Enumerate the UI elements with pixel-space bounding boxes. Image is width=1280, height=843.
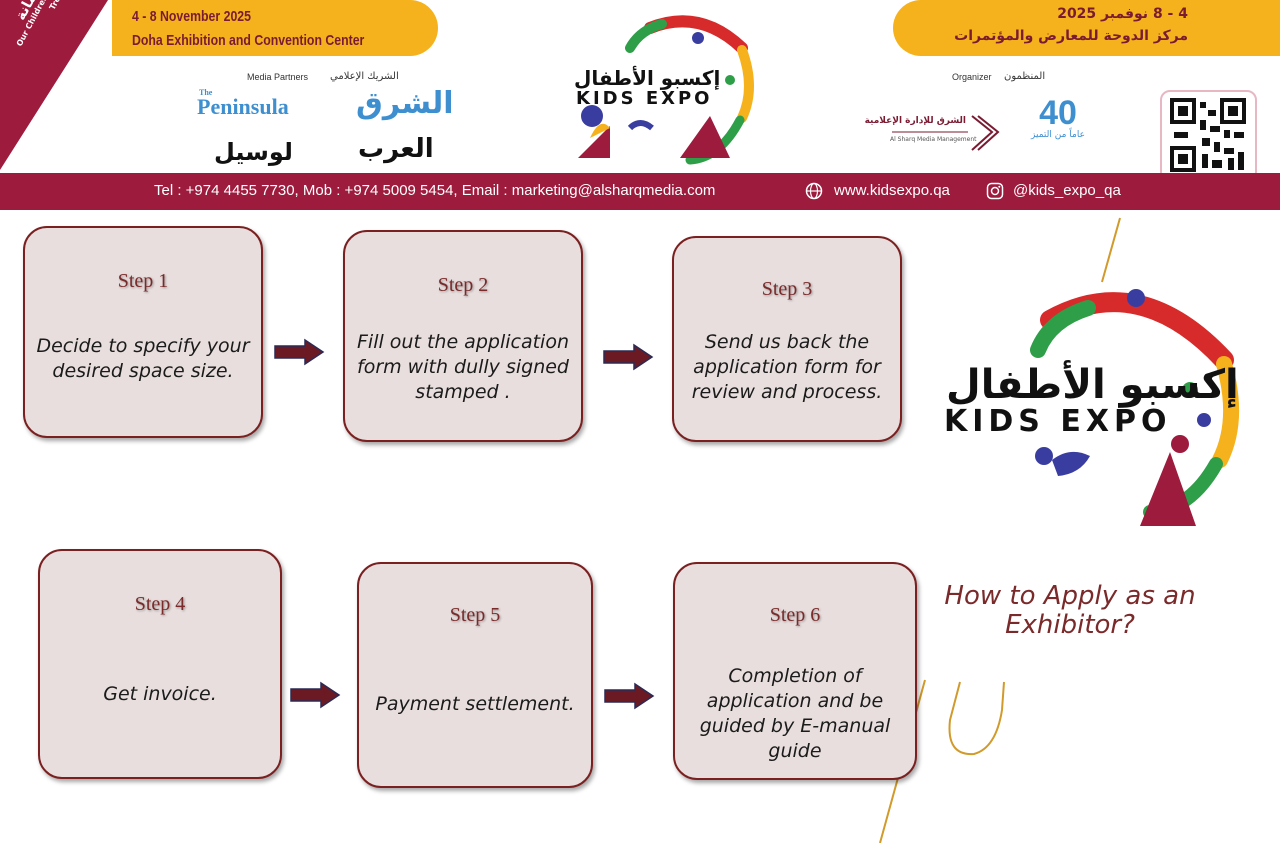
qr-code[interactable]	[1160, 90, 1257, 182]
kids-expo-main-logo-english: KIDS EXPO	[944, 404, 1172, 439]
step-card-4: Step 4 Get invoice.	[38, 549, 282, 779]
organizer-label: Organizer	[952, 72, 992, 82]
kids-expo-main-logo: إكسبو الأطفال KIDS EXPO	[940, 280, 1240, 530]
step-description: Get invoice.	[103, 683, 217, 705]
alsharq-logo: الشرق	[356, 86, 454, 121]
kids-expo-main-logo-arabic: إكسبو الأطفال	[946, 362, 1239, 408]
kids-expo-main-logo-graphic	[1030, 289, 1240, 526]
website-link[interactable]: www.kidsexpo.qa	[834, 182, 950, 199]
qr-code-icon	[1170, 98, 1246, 172]
step-card-2: Step 2 Fill out the application form wit…	[343, 230, 583, 442]
globe-icon	[805, 182, 823, 200]
instagram-icon	[986, 182, 1004, 200]
step-card-3: Step 3 Send us back the application form…	[672, 236, 902, 442]
media-partners-label-arabic: الشريك الإعلامي	[330, 71, 399, 82]
alarab-logo: العرب	[358, 134, 434, 164]
step-card-1: Step 1 Decide to specify your desired sp…	[23, 226, 263, 438]
step-title: Step 4	[134, 593, 186, 615]
step-title: Step 6	[769, 604, 821, 626]
contact-info: Tel : +974 4455 7730, Mob : +974 5009 54…	[154, 182, 716, 199]
contact-bar: Tel : +974 4455 7730, Mob : +974 5009 54…	[0, 173, 1280, 210]
kids-expo-header-logo-graphic	[578, 15, 754, 165]
event-venue-arabic: مركز الدوحة للمعارض والمؤتمرات	[954, 28, 1188, 44]
arrow-right-icon	[290, 681, 341, 709]
peninsula-logo: The Peninsula	[197, 88, 289, 120]
step-title: Step 3	[761, 278, 813, 300]
forty-years-logo: 40 عاماً من التميز	[1028, 88, 1088, 158]
sharq-media-management-logo: الشرق للإدارة الإعلامية Al Sharq Media M…	[865, 112, 1000, 154]
step-title: Step 2	[437, 274, 489, 296]
forty-years-number: 40	[1039, 94, 1077, 132]
kids-expo-header-logo: إكسبو الأطفال KIDS EXPO	[570, 8, 760, 168]
step-description: Send us back the application form for re…	[691, 331, 883, 403]
step-card-6: Step 6 Completion of application and be …	[673, 562, 917, 780]
media-partners-label: Media Partners	[247, 72, 309, 82]
kids-expo-header-logo-english: KIDS EXPO	[576, 88, 713, 109]
how-to-apply-heading: How to Apply as an Exhibitor?	[944, 581, 1196, 640]
peninsula-logo-small: The	[199, 88, 213, 97]
lusail-logo: لوسيل	[214, 138, 293, 166]
sharq-mgmt-english: Al Sharq Media Management	[890, 136, 977, 143]
arrow-right-icon	[603, 343, 654, 371]
event-date-pill-arabic: 4 - 8 نوفمبر 2025 مركز الدوحة للمعارض وا…	[893, 0, 1280, 56]
step-card-5: Step 5 Payment settlement.	[357, 562, 593, 788]
forty-years-text: عاماً من التميز	[1031, 130, 1085, 140]
header-banner: أطفالنا أمانة Our Children are the Great…	[0, 0, 1280, 210]
event-venue: Doha Exhibition and Convention Center	[132, 32, 365, 49]
sharq-mgmt-arabic: الشرق للإدارة الإعلامية	[864, 116, 966, 126]
corner-ribbon	[0, 0, 108, 170]
step-description: Completion of application and be guided …	[699, 665, 891, 762]
arrow-right-icon	[604, 682, 655, 710]
organizer-label-arabic: المنظمون	[1004, 71, 1046, 82]
step-title: Step 5	[449, 604, 501, 626]
step-description: Payment settlement.	[375, 693, 575, 715]
kids-expo-header-logo-arabic: إكسبو الأطفال	[574, 66, 721, 90]
step-title: Step 1	[117, 270, 169, 292]
event-date-arabic: 4 - 8 نوفمبر 2025	[1057, 6, 1188, 22]
step-description: Decide to specify your desired space siz…	[36, 335, 250, 382]
event-date: 4 - 8 November 2025	[132, 8, 251, 25]
peninsula-logo-text: Peninsula	[197, 94, 289, 119]
arrow-right-icon	[274, 338, 325, 366]
instagram-link[interactable]: @kids_expo_qa	[1013, 182, 1121, 199]
sharq-mgmt-swoosh-icon	[892, 115, 1000, 151]
step-description: Fill out the application form with dully…	[357, 331, 569, 403]
event-date-pill-english: 4 - 8 November 2025 Doha Exhibition and …	[112, 0, 438, 56]
